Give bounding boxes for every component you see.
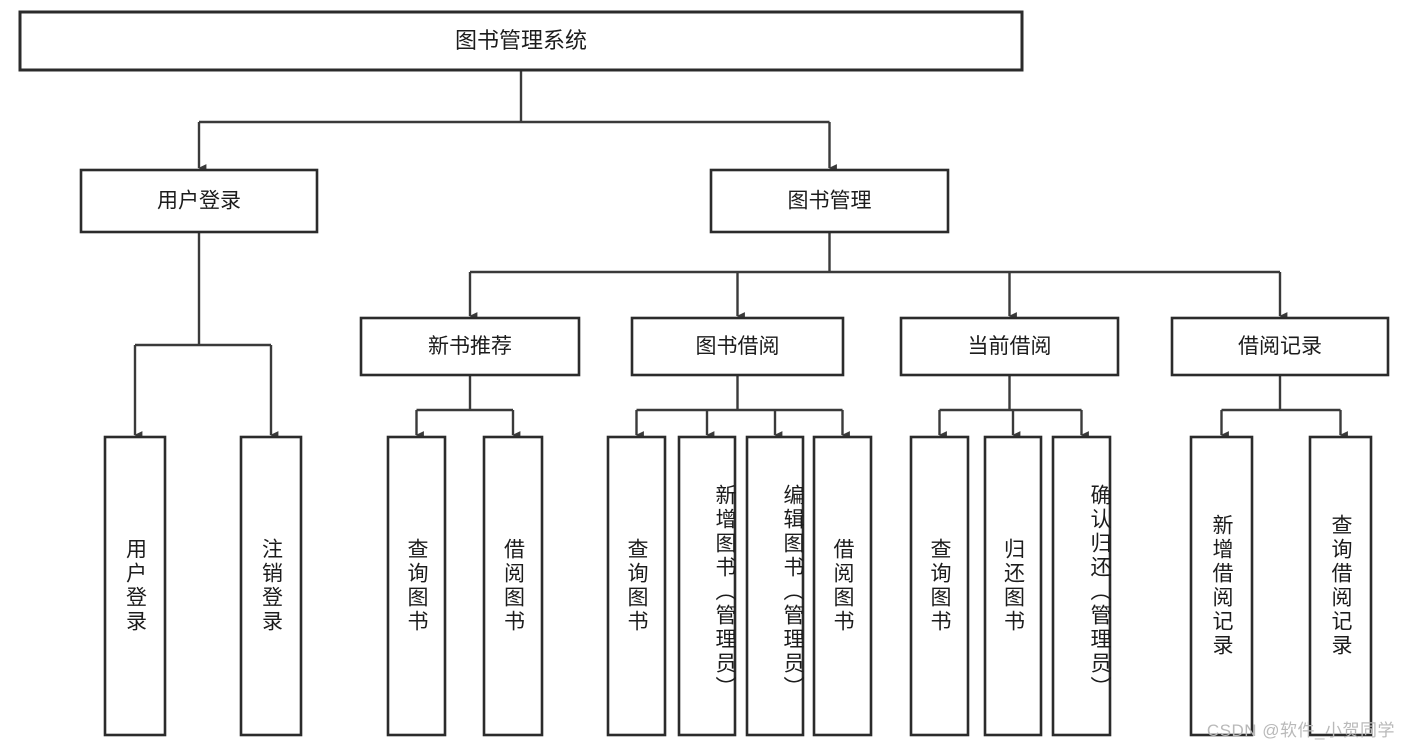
node-rect bbox=[812, 435, 873, 737]
leaf-box-借阅图书[interactable] bbox=[482, 435, 544, 737]
node-rect bbox=[239, 435, 303, 737]
branch-box-用户登录[interactable]: 用户登录 bbox=[79, 168, 319, 234]
branch-box-当前借阅[interactable]: 当前借阅 bbox=[899, 316, 1120, 377]
branch-box-图书借阅[interactable]: 图书借阅 bbox=[630, 316, 845, 377]
node-rect bbox=[1308, 435, 1373, 737]
node-rect bbox=[79, 168, 319, 234]
leaf-box-注销登录[interactable] bbox=[239, 435, 303, 737]
leaf-box-查询借阅记录[interactable] bbox=[1308, 435, 1373, 737]
branch-box-新书推荐[interactable]: 新书推荐 bbox=[359, 316, 581, 377]
node-rect bbox=[1189, 435, 1254, 737]
node-label: 用户登录 bbox=[157, 190, 241, 213]
watermark-text: CSDN @软件_小贺同学 bbox=[1206, 721, 1395, 740]
leaf-box-用户登录[interactable] bbox=[103, 435, 167, 737]
node-rect bbox=[1170, 316, 1390, 377]
leaf-box-查询图书[interactable] bbox=[386, 435, 447, 737]
leaf-box-新增图书（管理员）[interactable] bbox=[677, 435, 737, 737]
node-rect bbox=[386, 435, 447, 737]
node-label: 当前借阅 bbox=[968, 335, 1052, 358]
node-rect bbox=[1051, 435, 1112, 737]
node-rect bbox=[359, 316, 581, 377]
leaf-box-编辑图书（管理员）[interactable] bbox=[745, 435, 805, 737]
root-box-图书管理系统[interactable]: 图书管理系统 bbox=[18, 10, 1024, 72]
node-rect bbox=[482, 435, 544, 737]
leaf-box-归还图书[interactable] bbox=[983, 435, 1043, 737]
node-label: 借阅记录 bbox=[1238, 335, 1322, 358]
node-label: 图书管理 bbox=[788, 190, 872, 213]
node-rect bbox=[103, 435, 167, 737]
leaf-box-确认归还（管理员）[interactable] bbox=[1051, 435, 1112, 737]
branch-box-图书管理[interactable]: 图书管理 bbox=[709, 168, 950, 234]
leaf-box-查询图书[interactable] bbox=[606, 435, 667, 737]
node-rect bbox=[630, 316, 845, 377]
node-rect bbox=[983, 435, 1043, 737]
branch-box-借阅记录[interactable]: 借阅记录 bbox=[1170, 316, 1390, 377]
node-rect bbox=[909, 435, 970, 737]
node-label: 新书推荐 bbox=[428, 335, 512, 358]
node-rect bbox=[677, 435, 737, 737]
leaf-box-新增借阅记录[interactable] bbox=[1189, 435, 1254, 737]
node-label: 图书借阅 bbox=[696, 335, 780, 358]
leaf-box-查询图书[interactable] bbox=[909, 435, 970, 737]
node-rect bbox=[18, 10, 1024, 72]
node-rect bbox=[709, 168, 950, 234]
node-label: 图书管理系统 bbox=[455, 28, 587, 53]
connector-layer bbox=[133, 70, 1348, 439]
node-rect bbox=[899, 316, 1120, 377]
node-rect bbox=[606, 435, 667, 737]
node-rect bbox=[745, 435, 805, 737]
leaf-box-借阅图书[interactable] bbox=[812, 435, 873, 737]
